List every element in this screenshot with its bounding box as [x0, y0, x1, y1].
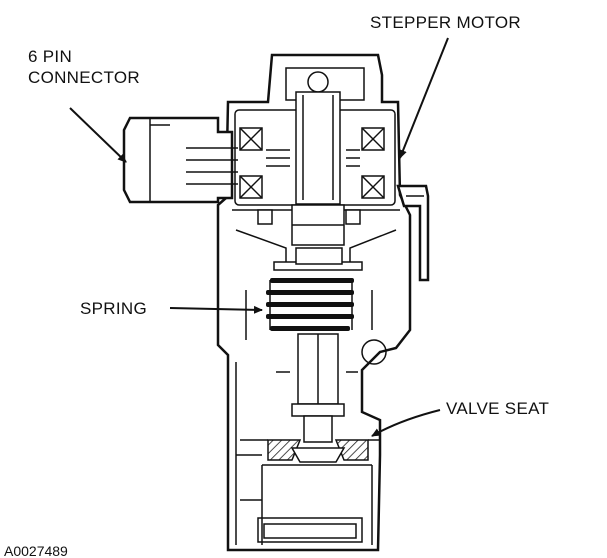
- figure-id: A0027489: [4, 543, 68, 558]
- lower-housing: [235, 362, 373, 545]
- label-spring: SPRING: [80, 299, 147, 318]
- valve-stem: [276, 333, 358, 443]
- leader-lines: [69, 37, 449, 437]
- armature-section: [232, 204, 400, 365]
- coil-spring: [266, 278, 354, 331]
- valve-seat-part: [240, 439, 380, 463]
- mounting-bracket: [396, 184, 430, 282]
- label-stepper-motor: STEPPER MOTOR: [370, 13, 521, 32]
- stator-coils: [239, 127, 385, 199]
- six-pin-connector-block: [122, 116, 238, 204]
- label-valve-seat: VALVE SEAT: [446, 399, 549, 418]
- label-six-pin-connector-line2: CONNECTOR: [28, 68, 140, 87]
- label-six-pin-connector-line1: 6 PIN: [28, 47, 72, 66]
